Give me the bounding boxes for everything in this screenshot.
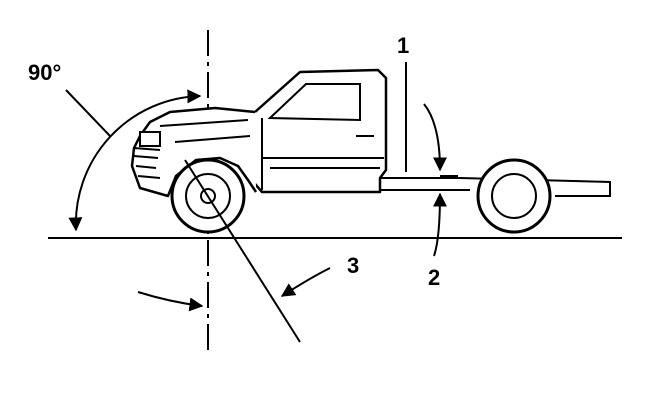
callout-3-label: 3 bbox=[347, 253, 359, 278]
caster-angle-arc bbox=[137, 291, 204, 312]
callout-2-label: 2 bbox=[428, 265, 440, 290]
item-2-lower-arrow bbox=[432, 192, 447, 257]
item-3-arrow bbox=[280, 267, 331, 297]
angle-label: 90° bbox=[28, 60, 61, 85]
callout-1-label: 1 bbox=[397, 33, 409, 58]
ninety-degree-arc bbox=[68, 89, 202, 232]
truck-body bbox=[130, 68, 388, 198]
chassis-frame bbox=[380, 175, 611, 197]
angle-leader-line bbox=[65, 89, 111, 137]
steering-axis-line bbox=[184, 159, 301, 343]
item-2-upper-arrow bbox=[423, 103, 447, 172]
rear-wheel bbox=[476, 158, 552, 234]
